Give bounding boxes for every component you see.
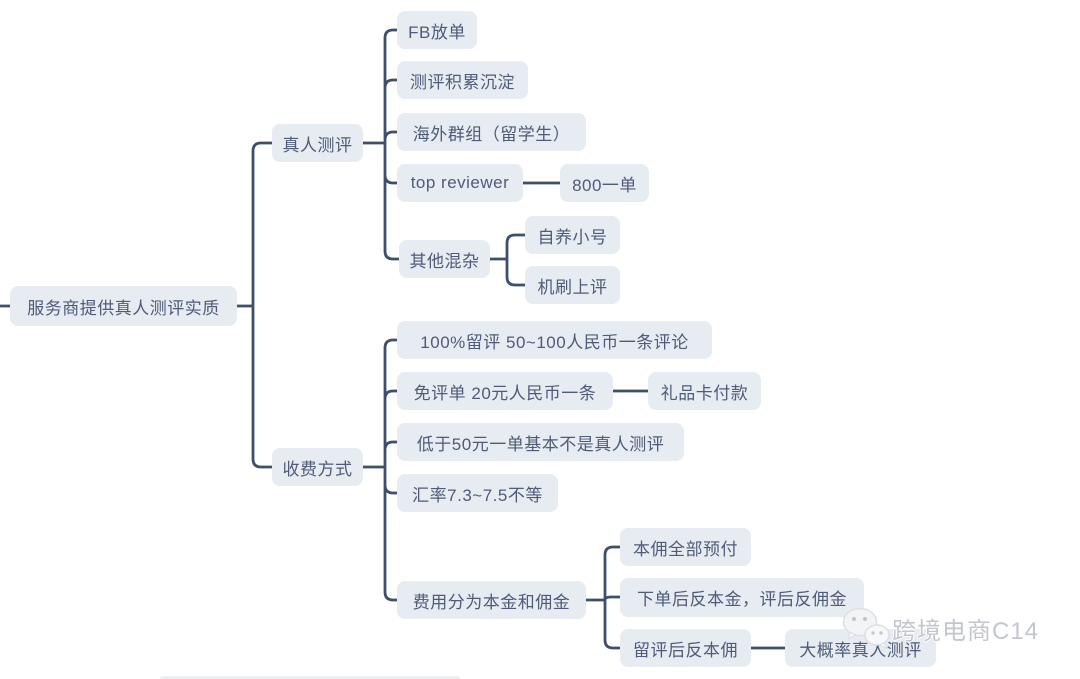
node-other-mixed[interactable]: 其他混杂 [399,240,490,278]
node-real-person-review[interactable]: 真人测评 [272,124,363,162]
node-exchange-rate[interactable]: 汇率7.3~7.5不等 [397,474,558,512]
node-100-percent-review-price[interactable]: 100%留评 50~100人民币一条评论 [397,321,712,359]
node-top-reviewer[interactable]: top reviewer [397,164,523,202]
node-below-50-not-real[interactable]: 低于50元一单基本不是真人测评 [397,423,684,461]
node-root[interactable]: 服务商提供真人测评实质 [10,286,237,326]
node-charging-method[interactable]: 收费方式 [272,448,363,486]
node-gift-card-payment[interactable]: 礼品卡付款 [648,372,761,410]
node-bot-reviews[interactable]: 机刷上评 [525,266,620,304]
node-full-prepay[interactable]: 本佣全部预付 [620,528,751,566]
node-no-review-order-price[interactable]: 免评单 20元人民币一条 [397,372,613,410]
node-self-raised-accounts[interactable]: 自养小号 [525,216,620,254]
node-overseas-groups[interactable]: 海外群组（留学生） [397,113,586,151]
node-800-per-order[interactable]: 800一单 [560,164,649,202]
node-review-accumulation[interactable]: 测评积累沉淀 [397,61,528,99]
node-refund-after-order[interactable]: 下单后反本金，评后反佣金 [620,578,864,617]
node-fee-principal-commission[interactable]: 费用分为本金和佣金 [397,581,586,619]
node-refund-after-review[interactable]: 留评后反本佣 [620,629,751,667]
node-fb-orders[interactable]: FB放单 [397,11,477,49]
node-likely-real-review[interactable]: 大概率真人测评 [785,629,936,667]
cropped-node-edge [160,676,460,679]
